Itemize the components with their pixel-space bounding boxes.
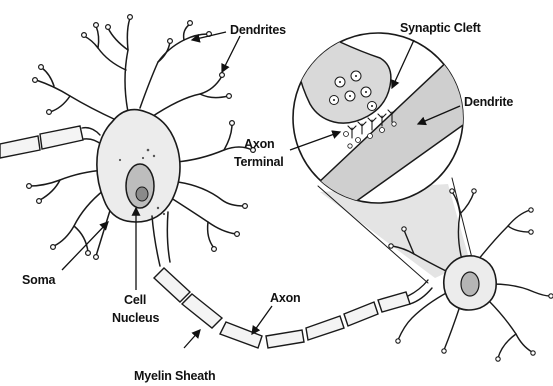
label-cell-nucleus-1: Cell — [124, 293, 146, 307]
label-axon-terminal-2: Terminal — [234, 155, 284, 169]
label-axon-terminal-1: Axon — [244, 137, 274, 151]
myelin-sheath-segments — [154, 268, 410, 348]
incoming-axon — [0, 126, 102, 158]
label-synaptic-cleft: Synaptic Cleft — [400, 21, 482, 35]
label-dendrite: Dendrite — [464, 95, 513, 109]
axon-hillock — [152, 212, 170, 266]
label-soma: Soma — [22, 273, 56, 287]
label-myelin-sheath: Myelin Sheath — [134, 369, 215, 383]
label-dendrites: Dendrites — [230, 23, 286, 37]
cell-nucleus — [126, 164, 154, 208]
label-cell-nucleus-2: Nucleus — [112, 311, 159, 325]
label-axon: Axon — [270, 291, 300, 305]
